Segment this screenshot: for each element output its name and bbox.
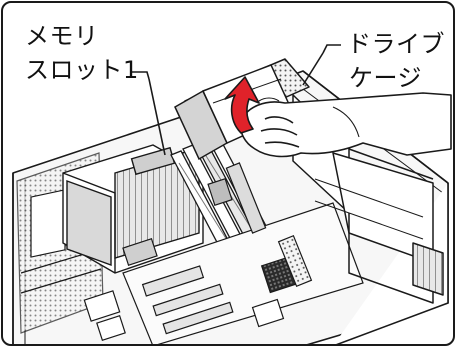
hand-illustration bbox=[239, 92, 452, 158]
cpu-heatsink bbox=[62, 144, 204, 274]
callout-leaders bbox=[131, 44, 341, 156]
memory-slot-label-line2: スロット1 bbox=[25, 56, 139, 84]
curved-up-arrow-icon bbox=[224, 76, 260, 134]
drive-cage-label-line1: ドライブ bbox=[347, 30, 445, 58]
pc-interior-illustration bbox=[12, 44, 452, 344]
memory-slot-label-line1: メモリ bbox=[25, 22, 99, 50]
drive-cage-label-line2: ケージ bbox=[349, 64, 423, 92]
motherboard bbox=[83, 162, 364, 344]
